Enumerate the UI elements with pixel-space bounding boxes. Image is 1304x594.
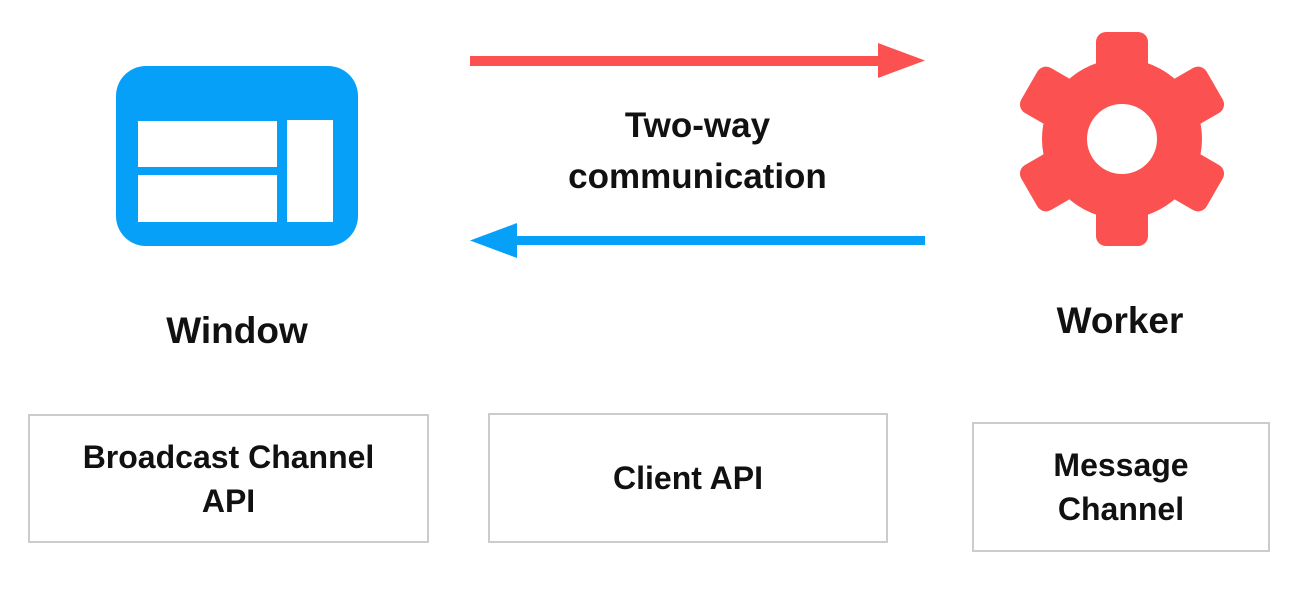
gear-shape [1020,32,1224,246]
broadcast-channel-api-line2: API [201,482,256,519]
center-label-line1: Two-way [624,106,771,145]
worker-label: Worker [1056,300,1184,341]
two-way-communication-label: Two-way communication [470,100,925,202]
browser-window-icon [116,66,358,246]
client-api-line1: Client API [613,460,763,496]
message-channel-line1: Message [1053,447,1189,483]
window-to-worker-arrow [470,43,925,78]
broadcast-channel-api-box: Broadcast Channel API [28,414,429,543]
arrow-left-shape [470,223,925,258]
client-api-box: Client API [488,413,888,543]
center-label-line2: communication [568,157,827,196]
message-channel-line2: Channel [1057,491,1185,527]
browser-window-shape [116,66,358,246]
arrow-right-shape [470,43,925,78]
message-channel-box: Message Channel [972,422,1270,552]
gear-icon [1020,32,1224,246]
worker-to-window-arrow [470,223,925,258]
window-label: Window [166,310,308,351]
broadcast-channel-api-line1: Broadcast Channel [82,438,375,475]
